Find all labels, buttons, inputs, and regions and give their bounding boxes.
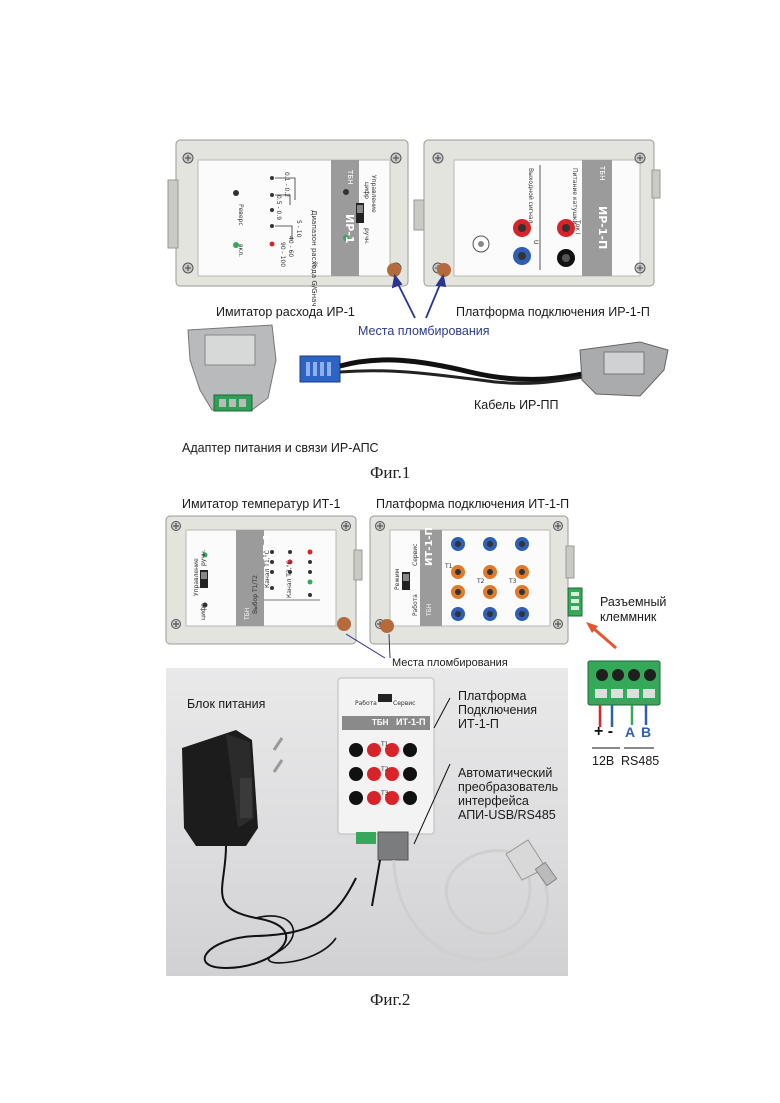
terminal-block	[580, 655, 670, 770]
ir1-mode-digital: цифр	[363, 182, 370, 199]
seal-ir1	[387, 263, 401, 277]
ir1p-power-label: Питание катушки	[571, 168, 578, 224]
ir1p-voltage-label: U	[532, 240, 539, 244]
terminal-rs485: RS485	[621, 754, 659, 768]
it1p-mode: Режим	[394, 569, 401, 590]
ir1-range-3: 5 - 10	[295, 220, 302, 237]
ir1-range-1: 0.1 - 0.2	[283, 172, 290, 197]
ir1-range-4: 40 - 60	[287, 236, 294, 257]
power-adapter	[182, 730, 356, 968]
it1p-channel-t3: T3	[509, 578, 516, 585]
photo-platform-caption: Платформа Подключения ИТ-1-П	[458, 689, 537, 731]
it1p-model: ИТ-1-П	[424, 527, 435, 566]
adapter-ir-aps	[188, 325, 276, 411]
ir1-mode-manual: ручн.	[363, 228, 370, 245]
fig1-label: Фиг.1	[370, 463, 410, 483]
ir1p-device	[414, 140, 660, 286]
terminal-b: B	[641, 724, 651, 740]
photo-device-brand: ТБН	[372, 718, 388, 727]
connector-caption: Разъемный клеммник	[600, 595, 670, 625]
caption-seals-1: Места пломбирования	[358, 324, 490, 338]
platform-caption-line3: ИТ-1-П	[458, 717, 537, 731]
converter-caption-line1: Автоматический	[458, 766, 558, 780]
ir1p-output-label: Выходной сигнал	[527, 168, 534, 223]
ir1-range-5: 90 - 100	[279, 242, 286, 267]
seal-ir1p	[437, 263, 451, 277]
ir1-range-header: %	[311, 262, 318, 268]
caption-ir1: Имитатор расхода ИР-1	[216, 305, 355, 319]
terminal-12v: 12В	[592, 754, 614, 768]
ir1-brand: ТБН	[346, 170, 354, 184]
terminal-polarity: + -	[594, 723, 613, 741]
terminal-a: A	[625, 724, 635, 740]
ir1-subtitle: Диапазон расхода G/Gнач	[310, 210, 318, 307]
seal-it1	[337, 617, 351, 631]
converter-caption-line2: преобразователь	[458, 780, 558, 794]
photo-power-block: Блок питания	[187, 697, 265, 711]
caption-cable: Кабель ИР-ПП	[474, 398, 559, 412]
it1-channel2: Канал Т2,°С	[286, 560, 293, 598]
photo-work: Работа	[355, 700, 377, 707]
converter-caption-line4: АПИ-USB/RS485	[458, 808, 558, 822]
ir1-on: вкл.	[237, 244, 244, 257]
ir1p-current-label: Ток I	[574, 220, 581, 235]
ir1-device	[168, 140, 408, 286]
ir1p-model: ИР-1-П	[596, 206, 609, 249]
it1p-channel-t1: T1	[445, 563, 452, 570]
caption-adapter: Адаптер питания и связи ИР-АПС	[182, 441, 379, 455]
it1p-service: Сервис	[412, 544, 419, 566]
photo-converter-caption: Автоматический преобразователь интерфейс…	[458, 766, 558, 822]
figure2-devices	[0, 500, 780, 680]
photo-service: Сервис	[393, 700, 415, 707]
it1-control: Управление	[193, 558, 200, 596]
ir1-model: ИР-1	[343, 214, 356, 244]
ir1-range-2: 0.5 - 0.9	[275, 195, 282, 220]
connector-arrow	[586, 622, 616, 648]
it1-channel1: Канал Т1,°С	[264, 550, 271, 588]
ir1-control-label: Управление	[370, 175, 377, 213]
it1p-brand: ТБН	[426, 604, 433, 616]
fig2-label: Фиг.2	[370, 990, 410, 1010]
caption-ir1p: Платформа подключения ИР-1-П	[456, 305, 650, 319]
it1-mode-manual: ручн.	[200, 549, 207, 566]
photo-row-t1: T1	[381, 741, 388, 748]
it1-brand: ТБН	[244, 608, 251, 620]
seal-it1p	[380, 619, 394, 633]
ir1-reverse: Реверс	[237, 204, 244, 226]
cable-ir-pp	[300, 342, 668, 396]
converter-caption-line3: интерфейса	[458, 794, 558, 808]
green-terminal-small	[568, 588, 582, 616]
photo-device-model: ИТ-1-П	[396, 717, 425, 727]
photo-row-t2: T2	[381, 766, 388, 773]
connector-caption-text: Разъемный клеммник	[600, 595, 670, 625]
platform-caption-line1: Платформа	[458, 689, 537, 703]
ir1p-brand: ТБН	[598, 166, 606, 180]
it1p-work: Работа	[412, 594, 419, 616]
it1-mode-digital: цифр	[200, 603, 207, 620]
photo-row-t3: T3	[381, 790, 388, 797]
platform-caption-line2: Подключения	[458, 703, 537, 717]
it1-select: Выбор Т1/Т2	[252, 575, 259, 614]
figure1-graphic	[0, 0, 780, 480]
it1p-channel-t2: T2	[477, 578, 484, 585]
